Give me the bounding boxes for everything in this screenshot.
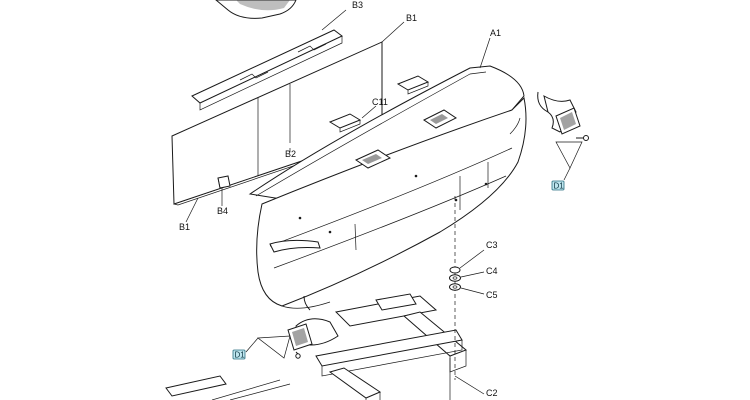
callout-b3: B3 — [352, 0, 363, 10]
hinge-left — [245, 295, 339, 359]
callout-c3: C3 — [486, 240, 498, 250]
callout-c4: C4 — [486, 266, 498, 276]
callout-b2: B2 — [285, 149, 296, 159]
leader-lines — [185, 9, 491, 223]
callout-b1-top: B1 — [406, 13, 417, 23]
foam-strip-b3 — [191, 29, 343, 111]
callout-c2: C2 — [486, 388, 498, 398]
badge-d1-left-label: D1 — [235, 351, 246, 360]
callout-a1: A1 — [490, 28, 501, 38]
badge-d1-right-label: D1 — [554, 182, 565, 191]
callout-b1-bottom: B1 — [179, 222, 190, 232]
lid-brackets — [354, 109, 457, 169]
washer-stack — [449, 196, 485, 395]
cover-a1 — [248, 65, 527, 309]
badge-d1-right[interactable]: D1 — [551, 180, 565, 191]
badge-d1-left[interactable]: D1 — [232, 349, 246, 360]
rubber-pads-c11 — [328, 75, 430, 133]
callout-c5: C5 — [486, 290, 498, 300]
base-frame — [165, 293, 467, 400]
clip-b4 — [217, 175, 231, 189]
callout-c11: C11 — [372, 97, 388, 107]
hinge-right — [537, 91, 589, 181]
callout-b4: B4 — [217, 206, 228, 216]
top-partial-part — [215, 0, 297, 19]
